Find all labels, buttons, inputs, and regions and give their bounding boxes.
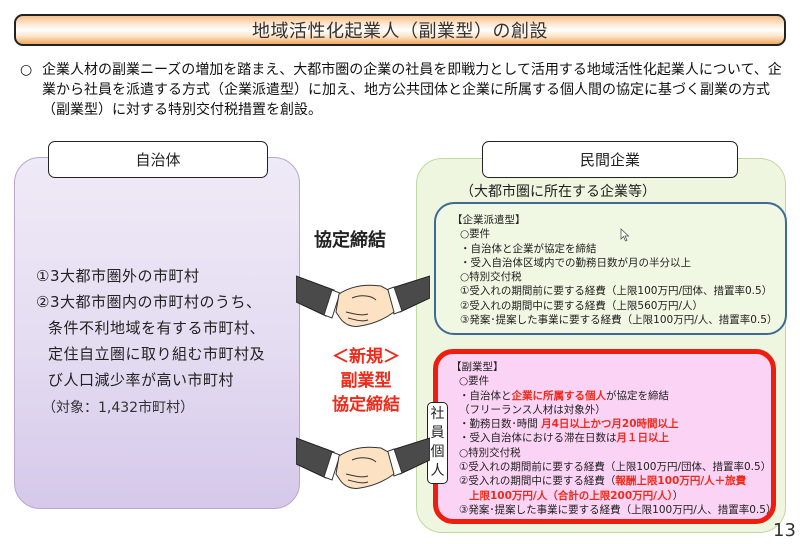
handshake-icon	[296, 275, 430, 327]
company-label: 民間企業	[579, 151, 640, 169]
intro-text: 企業人材の副業ニーズの増加を踏まえ、大都市圏の企業の社員を即戦力として活用する地…	[42, 62, 782, 118]
sidejob-tax-item: ③発案･提案した事業に要する経費（上限100万円/人、措置率0.5）	[459, 503, 777, 516]
criteria-item: 定住自立圏に取り組む市町村及	[48, 345, 266, 363]
criteria-item: び人口減少率が高い市町村	[48, 371, 235, 389]
page-number: 13	[773, 520, 796, 541]
sidejob-tax-item: ②受入れの期間中に要する経費（報酬上限100万円/人＋旅費	[459, 475, 747, 488]
dispatch-tax-item: ①受入れの期間前に要する経費（上限100万円/団体、措置率0.5）	[460, 285, 773, 298]
company-tab: 民間企業	[482, 141, 738, 178]
sidejob-req-heading: ○要件	[459, 375, 490, 388]
dispatch-tax-heading: ○特別交付税	[460, 271, 522, 284]
dispatch-heading: 【企業派遣型】	[452, 214, 526, 226]
sidejob-tax-item-cont: 上限100万円/人（合計の上限200万円/人））	[469, 489, 684, 502]
dispatch-req: ・受入自治体区域内での勤務日数が月の半分以上	[460, 256, 691, 269]
title-banner: 地域活性化起業人（副業型）の創設	[14, 14, 786, 46]
municipality-tab: 自治体	[48, 141, 268, 178]
dispatch-tax-item: ③発案･提案した事業に要する経費（上限100万円/人、措置率0.5）	[460, 314, 778, 327]
municipality-label: 自治体	[135, 151, 181, 169]
criteria-item: 条件不利地域を有する市町村、	[48, 319, 266, 337]
sidejob-req-note: （フリーランス人材は対象外）	[459, 403, 606, 416]
municipality-criteria-list: ①3大都市圏外の市町村 ②3大都市圏内の市町村のうち、 条件不利地域を有する市町…	[36, 263, 296, 393]
page-title: 地域活性化起業人（副業型）の創設	[252, 21, 548, 42]
dispatch-req-heading: ○要件	[460, 228, 491, 241]
new-sidejob-agreement-label: ＜新規＞ 副業型 協定締結	[332, 347, 400, 415]
municipality-panel	[14, 157, 300, 509]
intro-paragraph: ○ 企業人材の副業ニーズの増加を踏まえ、大都市圏の企業の社員を即戦力として活用す…	[20, 60, 790, 120]
side-job-type-box: 【副業型】 ○要件 ・自治体と企業に所属する個人が協定を締結 （フリーランス人材…	[433, 349, 776, 524]
sidejob-tax-heading: ○特別交付税	[459, 446, 521, 459]
dispatch-tax-item: ②受入れの期間中に要する経費（上限560万円/人）	[460, 299, 703, 312]
sidejob-heading: 【副業型】	[451, 361, 504, 373]
criteria-item: ①3大都市圏外の市町村	[36, 267, 200, 285]
sidejob-req: ・受入自治体における滞在日数は月１日以上	[459, 432, 669, 445]
mouse-cursor-icon	[620, 228, 630, 242]
sidejob-tax-item: ①受入れの期間前に要する経費（上限100万円/団体、措置率0.5）	[459, 461, 772, 474]
employee-individual-label: 社員個人	[427, 402, 448, 484]
company-subtitle: （大都市圏に所在する企業等）	[460, 184, 656, 200]
bullet-circle-icon: ○	[20, 62, 33, 78]
criteria-item: ②3大都市圏内の市町村のうち、	[36, 293, 262, 311]
dispatch-req: ・自治体と企業が協定を締結	[460, 242, 597, 255]
agreement-label: 協定締結	[314, 230, 386, 251]
dispatch-type-box: 【企業派遣型】 ○要件 ・自治体と企業が協定を締結 ・受入自治体区域内での勤務日…	[434, 202, 787, 335]
target-count: （対象：1,432市町村）	[42, 400, 195, 416]
sidejob-req: ・勤務日数･時間 月4日以上かつ月20時間以上	[459, 418, 679, 431]
sidejob-req: ・自治体と企業に所属する個人が協定を締結	[459, 389, 669, 402]
handshake-icon	[296, 437, 430, 489]
